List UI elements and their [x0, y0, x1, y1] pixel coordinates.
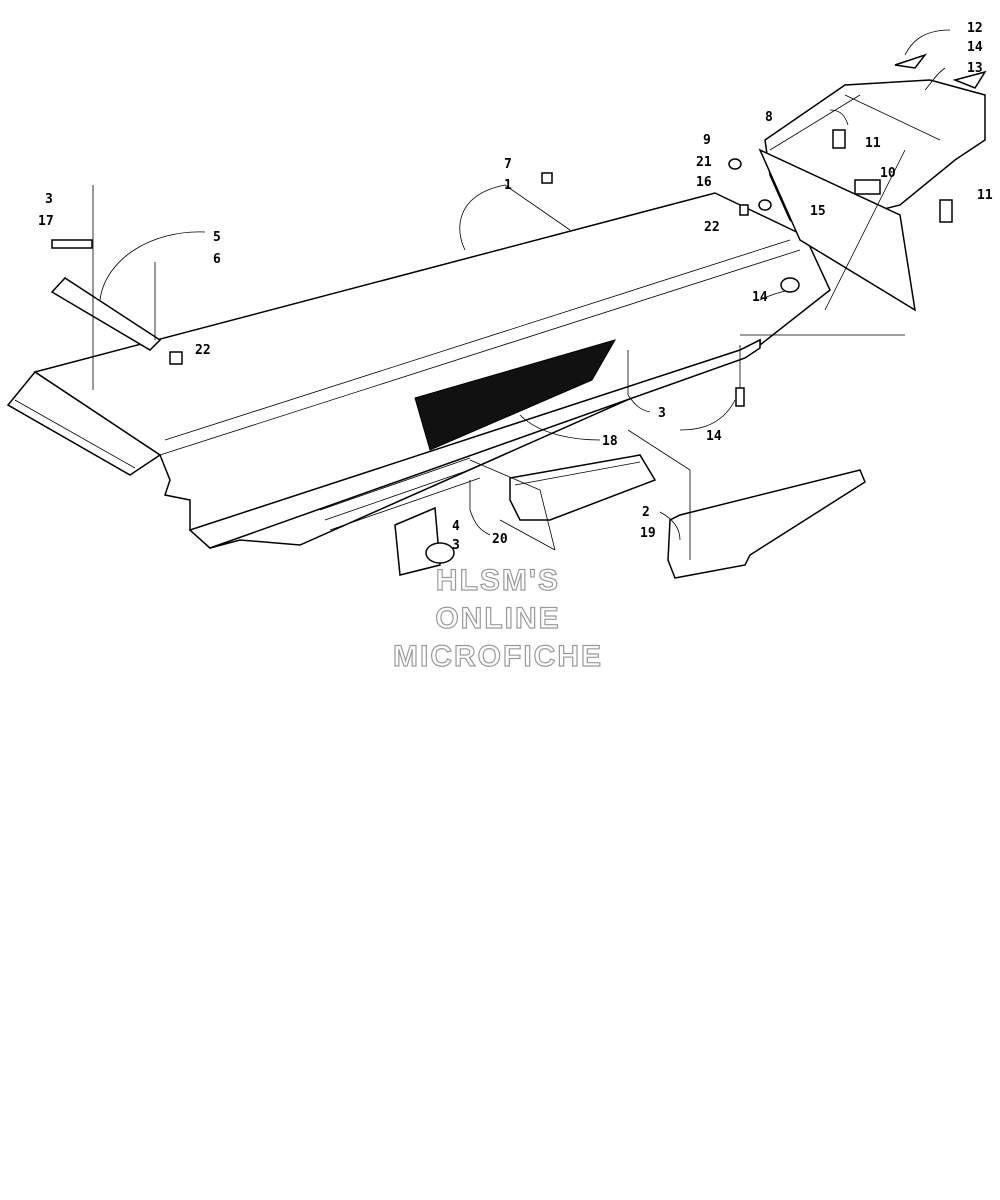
callout-22-left: 22: [195, 343, 211, 358]
callout-11-top: 11: [865, 136, 881, 151]
callout-18: 18: [602, 434, 618, 449]
callout-15: 15: [810, 204, 826, 219]
watermark-line2: ONLINE: [435, 602, 560, 635]
watermark-line1: HLSM'S: [436, 564, 560, 597]
watermark-line3: MICROFICHE: [393, 640, 603, 673]
callout-1: 1: [504, 178, 512, 193]
callout-2: 2: [642, 505, 650, 520]
callout-6: 6: [213, 252, 221, 267]
callout-22-right: 22: [704, 220, 720, 235]
running-board-part: [667, 469, 866, 579]
callout-9: 9: [703, 133, 711, 148]
callout-3-left: 3: [45, 192, 53, 207]
side-plate-part: [394, 506, 441, 576]
callout-14-low: 14: [706, 429, 722, 444]
hardware: [51, 53, 987, 564]
callout-10: 10: [880, 166, 896, 181]
callout-20: 20: [492, 532, 508, 547]
callout-3-mid: 3: [658, 406, 666, 421]
callout-11-right: 11: [977, 188, 993, 203]
callouts: 1 7 3 17 5 6 22 8 9 21 16 22 15 11 10 11…: [38, 21, 993, 553]
callout-7: 7: [504, 157, 512, 172]
callout-19: 19: [640, 526, 656, 541]
callout-17: 17: [38, 214, 54, 229]
callout-21: 21: [696, 155, 712, 170]
bracket-part: [50, 277, 162, 351]
callout-3-low: 3: [452, 538, 460, 553]
callout-12: 12: [967, 21, 983, 36]
callout-5: 5: [213, 230, 221, 245]
callout-4: 4: [452, 519, 460, 534]
tunnel-part: [6, 192, 831, 549]
callout-14-mid: 14: [752, 290, 768, 305]
watermark: HLSM'S ONLINE MICROFICHE: [392, 563, 603, 673]
callout-8: 8: [765, 110, 773, 125]
footrest-part: [509, 454, 657, 521]
callout-14-top: 14: [967, 40, 983, 55]
callout-13: 13: [967, 61, 983, 76]
callout-16: 16: [696, 175, 712, 190]
